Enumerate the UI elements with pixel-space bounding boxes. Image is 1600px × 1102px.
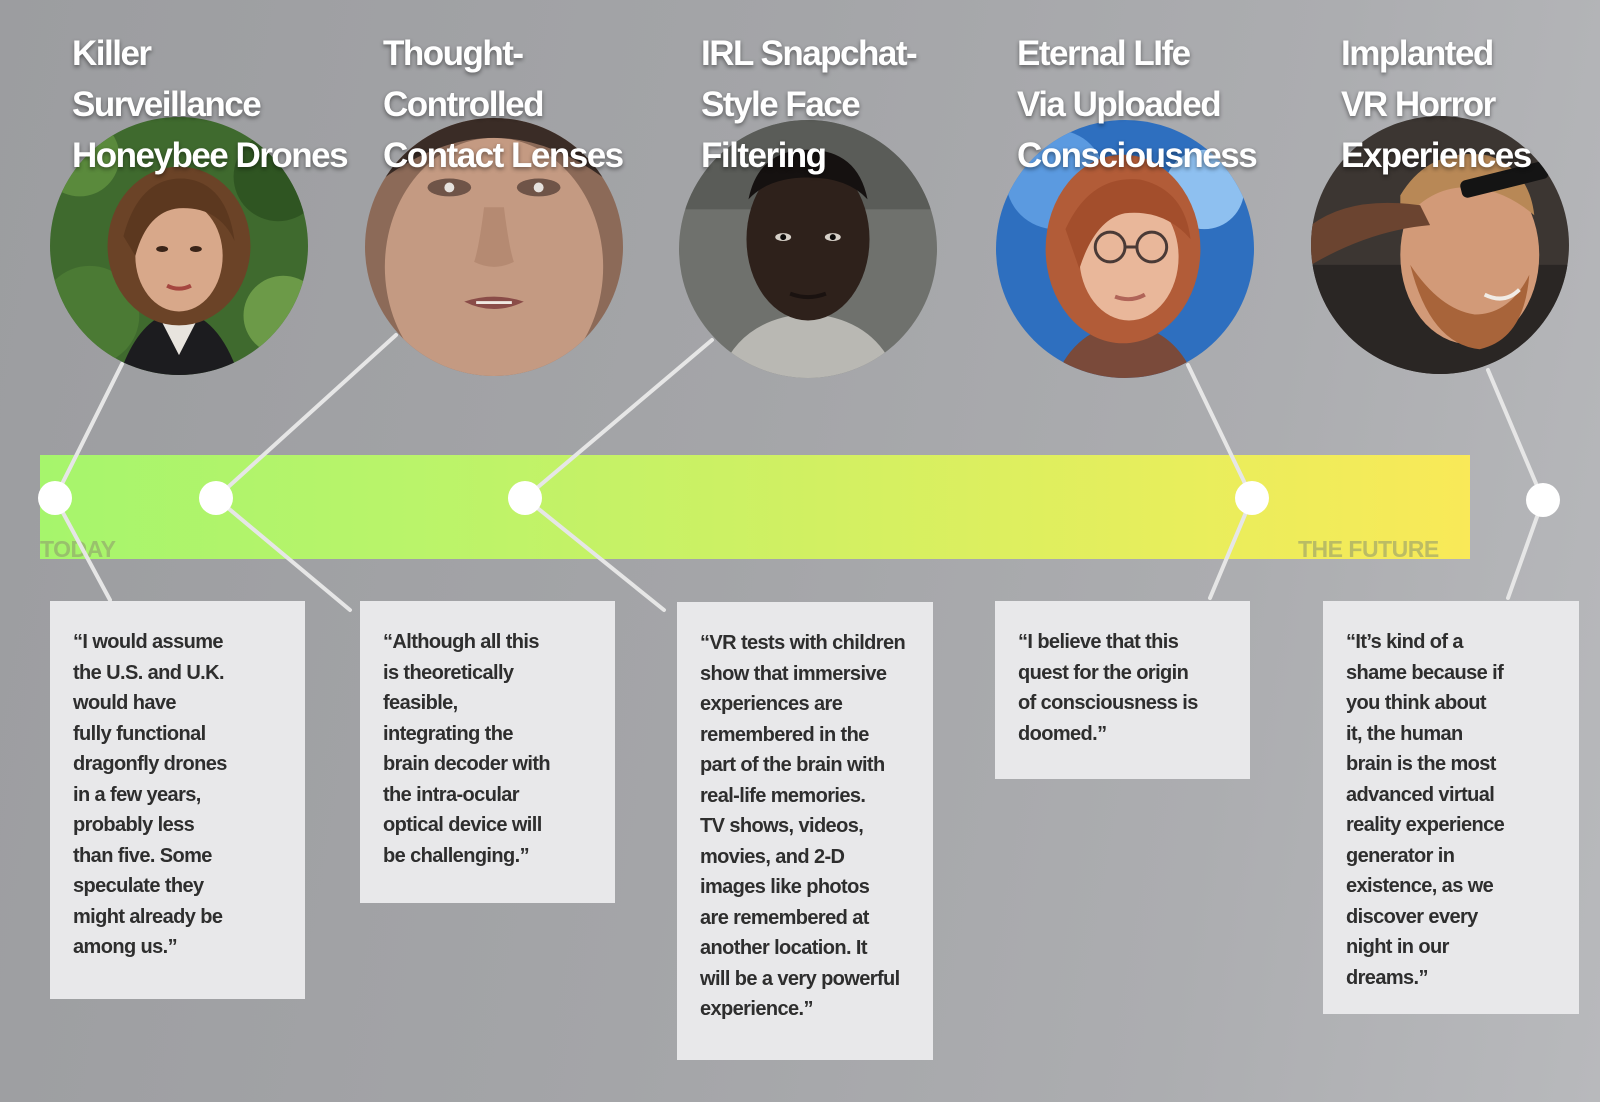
title-line: Contact Lenses (383, 136, 624, 175)
quote-box: “VR tests with children show that immers… (677, 602, 933, 1060)
item-title: Implanted VR Horror Experiences (1341, 28, 1532, 181)
connector-line (523, 338, 714, 500)
title-line: Style Face (701, 85, 861, 124)
connector-line (523, 496, 666, 612)
quote-line: experiences are (700, 693, 843, 715)
title-line: Killer (72, 34, 152, 73)
connector-line (1486, 368, 1545, 502)
quote-line: feasible, (383, 692, 458, 714)
quote-box: “Although all this is theoretically feas… (360, 601, 615, 903)
quote-line: you think about (1346, 692, 1486, 714)
title-line: Controlled (383, 85, 544, 124)
quote-line: might already be (73, 905, 223, 928)
quote-line: reality experience (1346, 814, 1505, 836)
quote-line: be challenging.” (383, 844, 530, 867)
title-line: Implanted (1341, 34, 1494, 73)
quote-box: “I would assume the U.S. and U.K. would … (50, 601, 305, 999)
timeline-node (1526, 483, 1560, 517)
quote-line: discover every (1346, 905, 1478, 928)
title-line: Thought- (383, 34, 524, 73)
timeline-node (38, 481, 72, 515)
title-line: Via Uploaded (1017, 85, 1222, 124)
quote-line: the U.S. and U.K. (73, 661, 225, 684)
quote-line: dragonfly drones (73, 753, 227, 775)
quote-line: speculate they (73, 875, 204, 897)
connector-line (53, 362, 124, 500)
connector-line (1208, 496, 1254, 600)
quote-line: real-life memories. (700, 784, 866, 807)
title-line: VR Horror (1341, 85, 1496, 124)
quote-text: “I would assume the U.S. and U.K. would … (73, 627, 283, 963)
item-title: IRL Snapchat- Style Face Filtering (701, 28, 918, 181)
quote-line: will be a very powerful (700, 967, 900, 990)
quote-line: it, the human (1346, 722, 1463, 745)
quote-line: images like photos (700, 876, 870, 898)
quote-line: would have (73, 692, 177, 714)
quote-line: shame because if (1346, 661, 1504, 684)
portrait-woman-glasses (996, 120, 1254, 378)
title-line: Eternal LIfe (1017, 34, 1191, 73)
quote-line: another location. It (700, 937, 868, 959)
item-title: Eternal LIfe Via Uploaded Consciousness (1017, 28, 1258, 181)
quote-box: “I believe that this quest for the origi… (995, 601, 1250, 779)
title-line: Experiences (1341, 136, 1532, 175)
quote-line: “I would assume (73, 631, 224, 653)
connector-line (53, 496, 112, 602)
quote-line: are remembered at (700, 906, 869, 929)
quote-line: doomed.” (1018, 722, 1107, 745)
timeline-node (199, 481, 233, 515)
portrait-man-beard-headset (1311, 116, 1569, 374)
quote-line: “I believe that this (1018, 631, 1179, 653)
quote-text: “I believe that this quest for the origi… (1018, 627, 1228, 749)
title-line: Consciousness (1017, 136, 1258, 175)
quote-line: “VR tests with children (700, 632, 906, 654)
quote-line: part of the brain with (700, 754, 885, 776)
quote-line: brain decoder with (383, 753, 551, 775)
timeline-end-label: THE FUTURE (1298, 536, 1439, 562)
quote-line: “Although all this (383, 631, 539, 653)
connector-line (1506, 498, 1545, 600)
title-line: Honeybee Drones (72, 136, 349, 175)
quote-text: “VR tests with children show that immers… (700, 628, 911, 1025)
connector-line (214, 496, 352, 612)
quote-line: among us.” (73, 936, 178, 958)
item-title: Thought- Controlled Contact Lenses (383, 28, 624, 181)
item-title: Killer Surveillance Honeybee Drones (72, 28, 349, 181)
quote-line: in a few years, (73, 783, 201, 806)
quote-line: integrating the (383, 722, 513, 745)
quote-line: of consciousness is (1018, 692, 1198, 714)
connector-line (214, 333, 398, 500)
quote-line: TV shows, videos, (700, 815, 864, 837)
quote-line: than five. Some (73, 844, 212, 867)
connector-line (1186, 363, 1254, 500)
quote-line: show that immersive (700, 662, 887, 685)
quote-line: is theoretically (383, 661, 514, 684)
portrait-man-closeup (365, 118, 623, 376)
quote-line: dreams.” (1346, 966, 1429, 989)
quote-line: generator in (1346, 844, 1455, 867)
quote-line: quest for the origin (1018, 661, 1189, 684)
title-line: IRL Snapchat- (701, 34, 918, 73)
quote-text: “Although all this is theoretically feas… (383, 627, 593, 871)
quote-box: “It’s kind of a shame because if you thi… (1323, 601, 1579, 1014)
quote-line: advanced virtual (1346, 783, 1495, 806)
quote-line: optical device will (383, 814, 542, 836)
quote-line: fully functional (73, 722, 206, 745)
title-line: Filtering (701, 136, 827, 175)
quote-line: probably less (73, 814, 195, 836)
title-line: Surveillance (72, 85, 262, 124)
quote-line: existence, as we (1346, 875, 1494, 897)
quote-line: “It’s kind of a (1346, 631, 1464, 653)
quote-text: “It’s kind of a shame because if you thi… (1346, 627, 1557, 993)
timeline-node (508, 481, 542, 515)
quote-line: experience.” (700, 998, 813, 1020)
timeline-node (1235, 481, 1269, 515)
quote-line: the intra-ocular (383, 783, 520, 806)
quote-line: brain is the most (1346, 753, 1496, 775)
quote-line: remembered in the (700, 723, 869, 746)
quote-line: night in our (1346, 936, 1449, 958)
quote-line: movies, and 2-D (700, 845, 845, 868)
